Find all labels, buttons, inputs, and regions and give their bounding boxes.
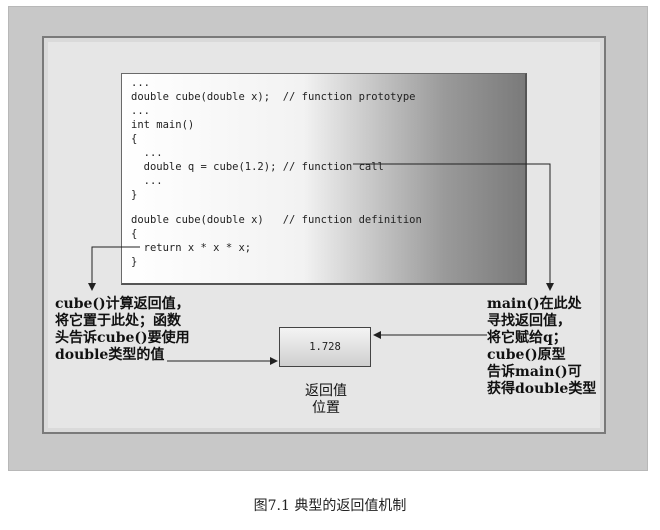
left-annotation-line: 将它置于此处；函数 — [55, 313, 181, 329]
code-line: ... — [131, 105, 150, 117]
right-annotation-line: 告诉main()可 — [487, 364, 582, 380]
code-line-call: double q = cube(1.2); // function call — [131, 161, 384, 173]
code-box — [121, 73, 527, 285]
code-line-main: int main() — [131, 119, 195, 131]
code-line-prototype: double cube(double x); // function proto… — [131, 91, 416, 103]
arrow-call-to-label — [353, 163, 554, 291]
left-annotation-line: double类型的值 — [55, 347, 165, 363]
right-annotation-line: 将它赋给q； — [487, 330, 567, 346]
code-line: { — [131, 228, 138, 240]
return-location-label: 返回值 位置 — [296, 383, 356, 417]
right-annotation-line: 获得double类型 — [487, 381, 597, 397]
return-location-line: 位置 — [312, 400, 340, 416]
code-line-return: return x * x * x; — [131, 242, 252, 254]
left-annotation-line: cube()计算返回值， — [55, 296, 190, 312]
code-line: } — [131, 189, 138, 201]
code-line: ... — [131, 175, 163, 187]
return-location-line: 返回值 — [305, 383, 347, 399]
code-line: } — [131, 256, 138, 268]
left-annotation-line: 头告诉cube()要使用 — [55, 330, 190, 346]
code-line: ... — [131, 147, 163, 159]
arrow-return-to-label — [88, 246, 140, 291]
return-value-box — [279, 327, 371, 367]
right-annotation-line: cube()原型 — [487, 347, 566, 363]
left-annotation: cube()计算返回值， 将它置于此处；函数 头告诉cube()要使用 doub… — [55, 296, 190, 364]
right-annotation-line: 寻找返回值， — [487, 313, 571, 329]
code-line-definition: double cube(double x) // function defini… — [131, 214, 422, 226]
code-line: ... — [131, 77, 150, 89]
code-line: { — [131, 133, 138, 145]
figure-caption: 图7.1 典型的返回值机制 — [253, 498, 407, 514]
right-annotation-line: main()在此处 — [487, 296, 582, 312]
return-value: 1.728 — [309, 341, 341, 353]
right-annotation: main()在此处 寻找返回值， 将它赋给q； cube()原型 告诉main(… — [487, 296, 596, 398]
